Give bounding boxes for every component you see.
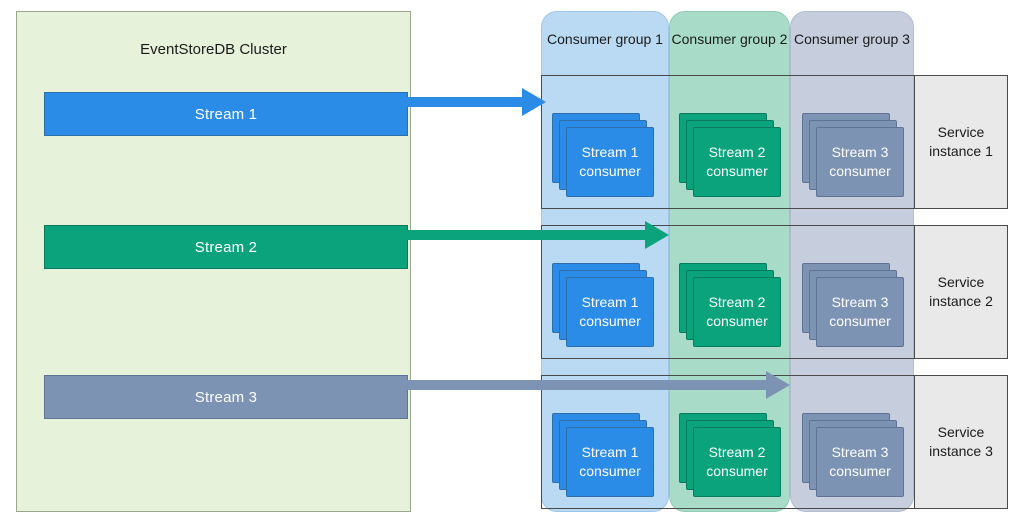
consumer-stack-r2c2[interactable]: Stream 2 consumer (679, 263, 781, 347)
consumer-label-line1: Stream 3 (831, 444, 889, 460)
service-instance-box-2[interactable]: Service instance 2 (914, 225, 1008, 359)
consumer-group-title-1: Consumer group 1 (547, 31, 663, 47)
consumer-label-line1: Stream 1 (581, 144, 639, 160)
consumer-card-front[interactable]: Stream 3 consumer (816, 127, 904, 197)
consumer-label-line1: Stream 2 (708, 294, 766, 310)
consumer-label-line2: consumer (706, 163, 768, 179)
consumer-label-line2: consumer (829, 313, 891, 329)
stream-1-arrow (390, 88, 546, 116)
arrow-shaft (390, 97, 524, 107)
arrow-head-icon (766, 371, 790, 399)
cluster-title: EventStoreDB Cluster (140, 41, 287, 58)
consumer-label-line2: consumer (579, 163, 641, 179)
consumer-label-line1: Stream 3 (831, 144, 889, 160)
consumer-label-line1: Stream 3 (831, 294, 889, 310)
consumer-card-front[interactable]: Stream 1 consumer (566, 127, 654, 197)
consumer-label-line2: consumer (829, 463, 891, 479)
arrow-shaft (390, 230, 647, 240)
stream-bar-2[interactable]: Stream 2 (44, 225, 408, 269)
consumer-stack-r3c3[interactable]: Stream 3 consumer (802, 413, 904, 497)
consumer-label-line2: consumer (579, 313, 641, 329)
consumer-card-front[interactable]: Stream 1 consumer (566, 277, 654, 347)
consumer-label-line2: consumer (829, 163, 891, 179)
stream-bar-3[interactable]: Stream 3 (44, 375, 408, 419)
arrow-head-icon (645, 221, 669, 249)
consumer-label-line2: consumer (706, 313, 768, 329)
consumer-card-front[interactable]: Stream 3 consumer (816, 277, 904, 347)
consumer-stack-r1c3[interactable]: Stream 3 consumer (802, 113, 904, 197)
consumer-label-line2: consumer (579, 463, 641, 479)
consumer-card-front[interactable]: Stream 2 consumer (693, 127, 781, 197)
service-instance-box-3[interactable]: Service instance 3 (914, 375, 1008, 509)
consumer-stack-r1c1[interactable]: Stream 1 consumer (552, 113, 654, 197)
consumer-group-title-2: Consumer group 2 (671, 31, 788, 47)
consumer-stack-r3c2[interactable]: Stream 2 consumer (679, 413, 781, 497)
consumer-card-front[interactable]: Stream 3 consumer (816, 427, 904, 497)
consumer-stack-r3c1[interactable]: Stream 1 consumer (552, 413, 654, 497)
arrow-shaft (390, 380, 768, 390)
stream-bar-1[interactable]: Stream 1 (44, 92, 408, 136)
consumer-label-line2: consumer (706, 463, 768, 479)
consumer-card-front[interactable]: Stream 1 consumer (566, 427, 654, 497)
consumer-group-title-3: Consumer group 3 (794, 31, 910, 47)
consumer-card-front[interactable]: Stream 2 consumer (693, 277, 781, 347)
consumer-label-line1: Stream 2 (708, 444, 766, 460)
eventstoredb-cluster-panel: EventStoreDB Cluster Stream 1 Stream 2 S… (16, 11, 411, 512)
consumer-label-line1: Stream 2 (708, 144, 766, 160)
stream-2-arrow (390, 221, 669, 249)
stream-3-arrow (390, 371, 790, 399)
consumer-stack-r2c1[interactable]: Stream 1 consumer (552, 263, 654, 347)
arrow-head-icon (522, 88, 546, 116)
service-instance-box-1[interactable]: Service instance 1 (914, 75, 1008, 209)
consumer-label-line1: Stream 1 (581, 444, 639, 460)
consumer-stack-r2c3[interactable]: Stream 3 consumer (802, 263, 904, 347)
consumer-stack-r1c2[interactable]: Stream 2 consumer (679, 113, 781, 197)
consumer-card-front[interactable]: Stream 2 consumer (693, 427, 781, 497)
consumer-label-line1: Stream 1 (581, 294, 639, 310)
